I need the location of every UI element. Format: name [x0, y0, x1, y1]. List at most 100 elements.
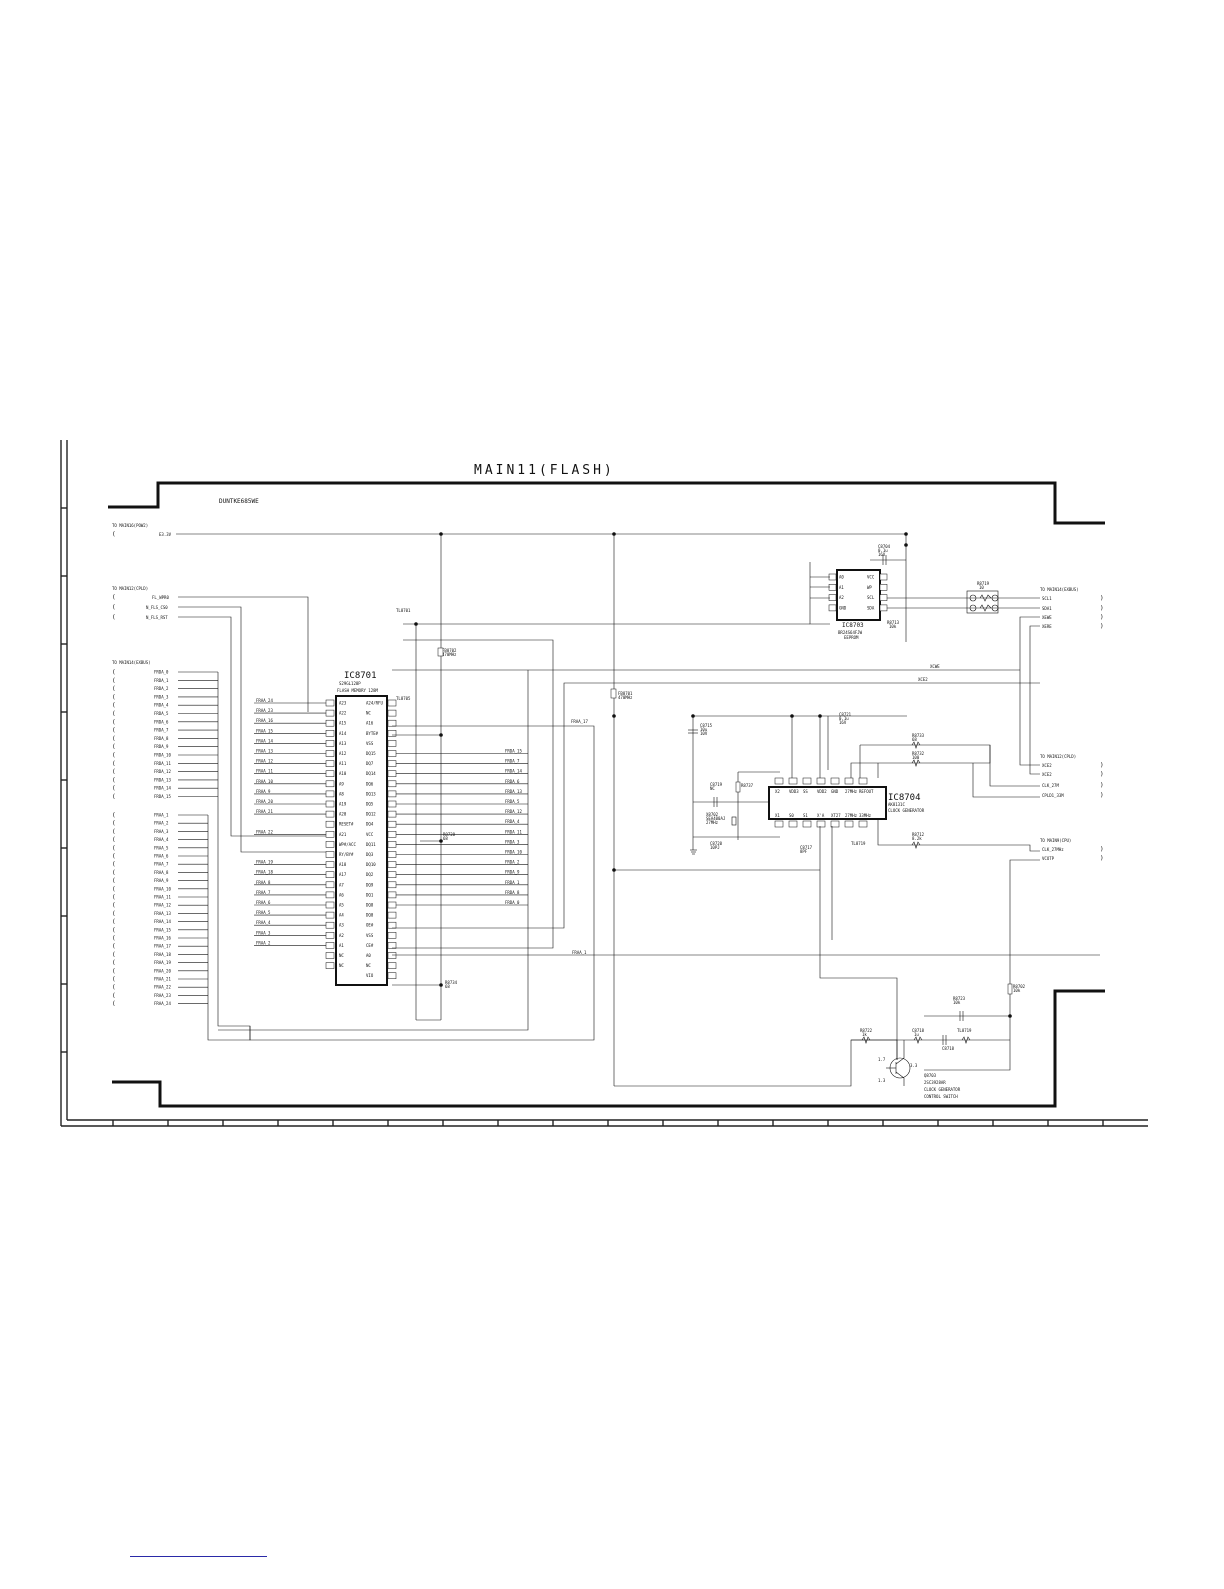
svg-text:(: ( — [112, 919, 116, 926]
ic-pin — [387, 911, 397, 919]
connector-label: TO MAIN14(EXBUS) — [1040, 587, 1079, 592]
ic-pin — [879, 573, 888, 581]
pin-name: A16 — [366, 721, 374, 726]
pin-name: DQ2 — [366, 872, 374, 877]
net-label: FRDA_14 — [505, 769, 522, 774]
net-label: FRAA_4 — [256, 920, 271, 925]
ic-pin — [325, 709, 335, 717]
signal-label: FRDA_8 — [154, 736, 169, 741]
signal-label: E3.3V — [159, 532, 172, 537]
part-ref: R8732 — [912, 751, 925, 756]
pin-name: WP — [867, 585, 872, 590]
ic-pin — [325, 901, 335, 909]
signal-label: FRAA_6 — [154, 854, 169, 859]
pin-name: SCL — [867, 595, 875, 600]
signal-label: FRDA_3 — [154, 694, 169, 699]
ic-pin — [325, 881, 335, 889]
pin-name: OE# — [366, 923, 374, 928]
pin-name: A3 — [339, 923, 344, 928]
part-value: 8PF — [800, 849, 808, 854]
part-value: 16V — [878, 552, 886, 557]
pin-name: DQ5 — [366, 802, 374, 807]
pin-name: A19 — [339, 802, 347, 807]
ic-pin — [879, 594, 888, 601]
part-value: 68 — [443, 836, 448, 841]
ic-pin — [325, 871, 335, 878]
signal-label: VCOTP — [1042, 856, 1055, 861]
ic-pin — [387, 770, 397, 777]
ic-pin — [325, 780, 335, 788]
signal-label: FRAA_14 — [154, 919, 171, 924]
footer-link-underline[interactable] — [130, 1556, 267, 1557]
pin-name: VCC — [867, 575, 875, 580]
svg-text:(: ( — [112, 594, 116, 601]
signal-label: FRDA_6 — [154, 719, 169, 724]
ic-pin — [387, 709, 397, 717]
net-label: FRDA_2 — [505, 860, 520, 865]
net-label: FRDA_13 — [505, 789, 522, 794]
svg-text:(: ( — [112, 777, 116, 784]
signal-label: FRAA_21 — [154, 977, 171, 982]
ic-pin — [828, 573, 837, 581]
net-label: FRAA_16 — [256, 718, 273, 723]
signal-label: FRAA_3 — [154, 829, 169, 834]
part-ref: X8702 — [706, 812, 719, 817]
pin-name: S1 — [803, 813, 808, 818]
svg-text:(: ( — [112, 820, 116, 827]
net-label: FRAA_5 — [256, 910, 271, 915]
ic-pin — [387, 800, 397, 808]
pin-name: A13 — [339, 741, 347, 746]
svg-text:): ) — [1100, 623, 1104, 630]
pin-name: DQ6 — [366, 781, 374, 786]
pin-name: A21 — [339, 832, 347, 837]
ic-desc: CONTROL SWITCH — [924, 1094, 958, 1099]
pin-name: DQ4 — [366, 822, 374, 827]
ic-pin — [828, 584, 837, 591]
pin-name: GND — [839, 605, 847, 610]
voltage-label: 1.7 — [878, 1057, 886, 1062]
ic-part: BR24S64FJW — [838, 630, 863, 635]
ic-pin — [858, 820, 868, 828]
part-value: 10k — [889, 624, 897, 629]
svg-text:(: ( — [112, 769, 116, 776]
net-label: FRAA_21 — [256, 809, 273, 814]
ic-pin — [774, 820, 784, 828]
signal-label: FRDA_15 — [154, 794, 171, 799]
net-label: FRDA_7 — [505, 759, 520, 764]
ic-pin — [387, 881, 397, 889]
part-ref: C8715 — [700, 723, 713, 728]
part-ref: R8702 — [1013, 984, 1026, 989]
signal-label: FL_WPR0 — [152, 595, 169, 600]
signal-label: FRAA_20 — [154, 968, 171, 973]
signal-label: FRAA_15 — [154, 927, 171, 932]
part-value: 10k — [1013, 988, 1021, 993]
svg-text:(: ( — [112, 752, 116, 759]
ic8701-flash: IC8701 S29GL128P FLASH MEMORY 128M A23FR… — [254, 671, 528, 986]
signal-label: XEWE — [1042, 615, 1052, 620]
net-label: FRAA_12 — [256, 759, 273, 764]
pin-name: DQ0 — [366, 913, 374, 918]
svg-text:(: ( — [112, 614, 116, 621]
ic-pin — [325, 831, 335, 838]
net-label: FRDA_12 — [505, 809, 522, 814]
connector-cpu-right: TO MAIN9(CPU) CLK_27MHz VCOTP )) — [1040, 838, 1104, 862]
signal-label: FRAA_13 — [154, 911, 171, 916]
ic-pin — [325, 861, 335, 868]
ic-pin — [325, 891, 335, 899]
connector-exbus-right: TO MAIN14(EXBUS) SCL1 SDA1 XEWE XERE )))… — [1019, 587, 1104, 775]
part-ref: R8728 — [443, 832, 456, 837]
part-ref: FB8701 — [618, 691, 633, 696]
ic-pin — [325, 750, 335, 757]
ic-pin — [325, 790, 335, 798]
signal-label: FRAA_2 — [154, 821, 169, 826]
pin-name: BYTE# — [366, 731, 379, 736]
pin-name: A9 — [339, 781, 344, 786]
pin-name: X1 — [775, 813, 780, 818]
part-value: 10PJ — [710, 845, 720, 850]
part-value: 68 — [445, 984, 450, 989]
ic-pin — [387, 942, 397, 949]
signal-label: FRAA_7 — [154, 862, 169, 867]
part-ref: R8734 — [445, 980, 458, 985]
svg-text:(: ( — [112, 943, 116, 950]
